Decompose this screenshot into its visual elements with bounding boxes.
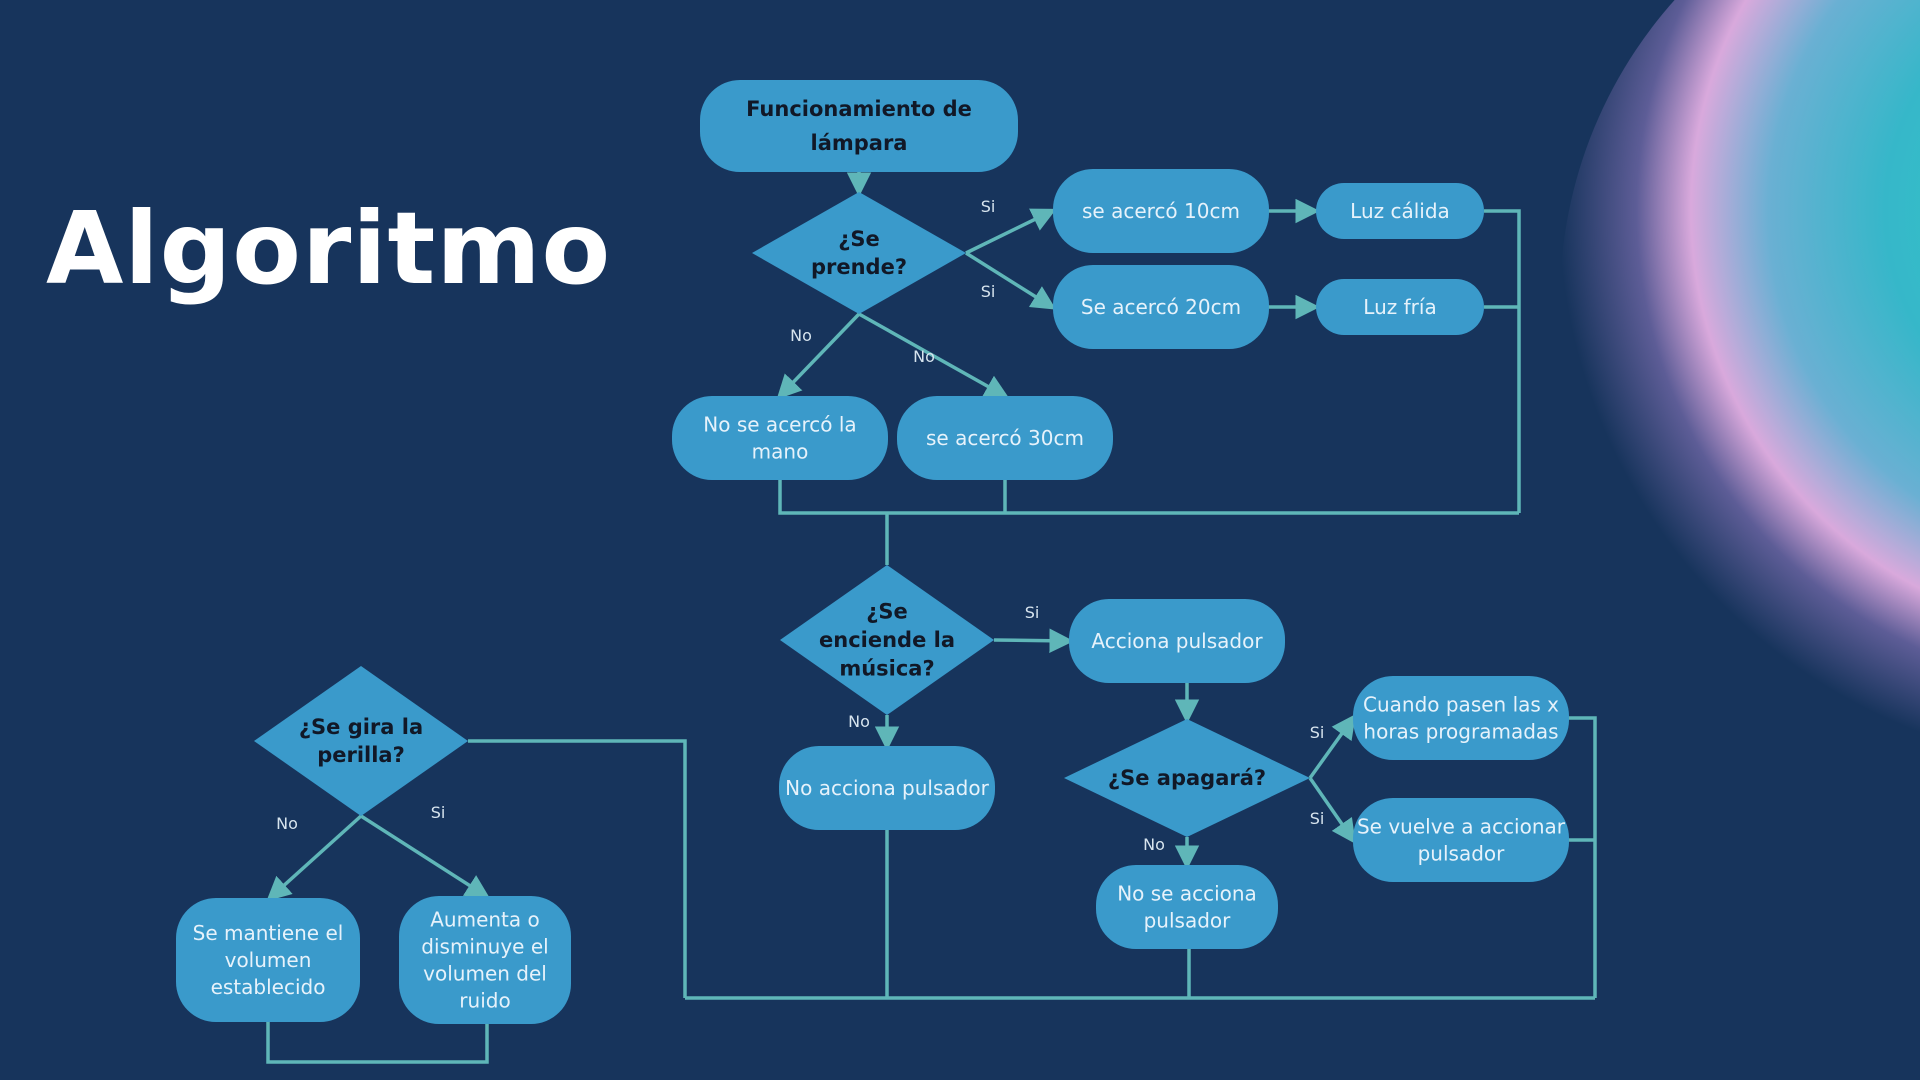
node-label: volumen (225, 948, 312, 972)
node-acerco30: se acercó 30cm (897, 396, 1113, 480)
node-label: establecido (211, 975, 326, 999)
node-shape (1053, 265, 1269, 349)
node-no-acerco: No se acercó la mano (672, 396, 888, 480)
edge-perilla-si (360, 814, 491, 899)
edge-label-si-horas: Si (1310, 723, 1325, 742)
node-start: Funcionamiento de lámpara (700, 80, 1018, 172)
flowchart-nodes: Funcionamiento de lámpara ¿Se prende? se ace… (176, 80, 1569, 1024)
edge-prende-30 (858, 312, 1010, 399)
node-label: pulsador (1144, 909, 1232, 933)
node-label: lámpara (811, 131, 908, 155)
node-shape (779, 746, 995, 830)
node-label: Se mantiene el (193, 921, 344, 945)
node-label: ¿Se gira la (299, 715, 423, 739)
node-label: pulsador (1418, 842, 1506, 866)
edge-horas-right (1569, 716, 1597, 998)
edge-perilla-right (468, 739, 687, 998)
node-label: Se vuelve a accionar (1357, 815, 1566, 839)
node-label: se acercó 10cm (1082, 199, 1240, 223)
edge-label-si-10: Si (981, 197, 996, 216)
edge-perilla-no (266, 814, 363, 902)
node-label: Luz cálida (1350, 199, 1450, 223)
node-vuelve: Se vuelve a accionar pulsador (1353, 798, 1569, 882)
edge-label-si-perilla: Si (431, 803, 446, 822)
edge-label-no-musica: No (848, 712, 870, 731)
node-shape (1096, 865, 1278, 949)
node-label: horas programadas (1363, 720, 1558, 744)
node-label: prende? (811, 255, 907, 279)
decision-shape (780, 565, 994, 715)
edge-label-si-musica: Si (1025, 603, 1040, 622)
node-horas: Cuando pasen las x horas programadas (1353, 676, 1569, 760)
node-label: Luz fría (1363, 295, 1436, 319)
edge-prende-20 (965, 251, 1057, 310)
node-label: No se acciona (1117, 882, 1257, 906)
node-luz-calida: Luz cálida (1316, 183, 1484, 239)
node-q-perilla: ¿Se gira la perilla? (254, 666, 468, 816)
node-label: enciende la (819, 628, 955, 652)
node-shape (1053, 169, 1269, 253)
node-shape (1069, 599, 1285, 683)
edge-label-si-20: Si (981, 282, 996, 301)
node-shape (1316, 183, 1484, 239)
node-no-se-acciona: No se acciona pulsador (1096, 865, 1278, 949)
node-luz-fria: Luz fría (1316, 279, 1484, 335)
node-label: música? (839, 656, 934, 680)
edge-label-no-apagara: No (1143, 835, 1165, 854)
node-label: No acciona pulsador (785, 776, 989, 800)
edge-merge-bus (778, 480, 1519, 515)
edge-label-no-mano: No (790, 326, 812, 345)
node-shape (1316, 279, 1484, 335)
node-label: volumen del (423, 962, 547, 986)
node-shape (1353, 798, 1569, 882)
node-q-musica: ¿Se enciende la música? (780, 565, 994, 715)
decision-shape (752, 192, 966, 314)
edge-perilla-bottom (266, 1022, 489, 1064)
node-shape (399, 896, 571, 1024)
node-label: Funcionamiento de (746, 97, 972, 121)
node-label: Cuando pasen las x (1363, 693, 1559, 717)
node-label: ¿Se (838, 227, 880, 251)
edge-apagara-horas (1308, 714, 1356, 780)
edge-prende-mano (776, 312, 861, 400)
page-title: Algoritmo (46, 190, 612, 307)
edge-label-si-vuelve: Si (1310, 809, 1325, 828)
decision-shape (1064, 719, 1310, 837)
node-label: perilla? (317, 743, 405, 767)
edge-apagara-vuelve (1308, 777, 1356, 845)
node-no-acciona: No acciona pulsador (779, 746, 995, 830)
node-aumenta: Aumenta o disminuye el volumen del ruido (399, 896, 571, 1024)
node-shape (176, 898, 360, 1022)
node-label: mano (752, 440, 809, 464)
node-shape (897, 396, 1113, 480)
edge-calida-merge (1484, 209, 1521, 513)
node-q-prende: ¿Se prende? (752, 192, 966, 314)
flowchart-edges (266, 172, 1597, 1064)
node-shape (1353, 676, 1569, 760)
node-shape (672, 396, 888, 480)
edge-musica-acciona (993, 628, 1074, 653)
edge-label-no-perilla: No (276, 814, 298, 833)
node-label: Se acercó 20cm (1081, 295, 1241, 319)
node-acerco20: Se acercó 20cm (1053, 265, 1269, 349)
node-acerco10: se acercó 10cm (1053, 169, 1269, 253)
node-label: ¿Se (866, 600, 908, 624)
edge-prende-10 (965, 208, 1057, 255)
node-q-apagara: ¿Se apagará? (1064, 719, 1310, 837)
node-label: Aumenta o (430, 908, 540, 932)
node-label: ruido (459, 989, 510, 1013)
node-shape (700, 80, 1018, 172)
node-label: ¿Se apagará? (1108, 766, 1266, 790)
node-label: se acercó 30cm (926, 426, 1084, 450)
node-label: No se acercó la (703, 413, 856, 437)
edge-label-no-30: No (913, 347, 935, 366)
node-acciona: Accion​a pulsador (1069, 599, 1285, 683)
node-label: Accion​a pulsador (1091, 629, 1263, 653)
node-label: disminuye el (421, 935, 548, 959)
decision-shape (254, 666, 468, 816)
node-mantiene: Se mantiene el volumen establecido (176, 898, 360, 1022)
